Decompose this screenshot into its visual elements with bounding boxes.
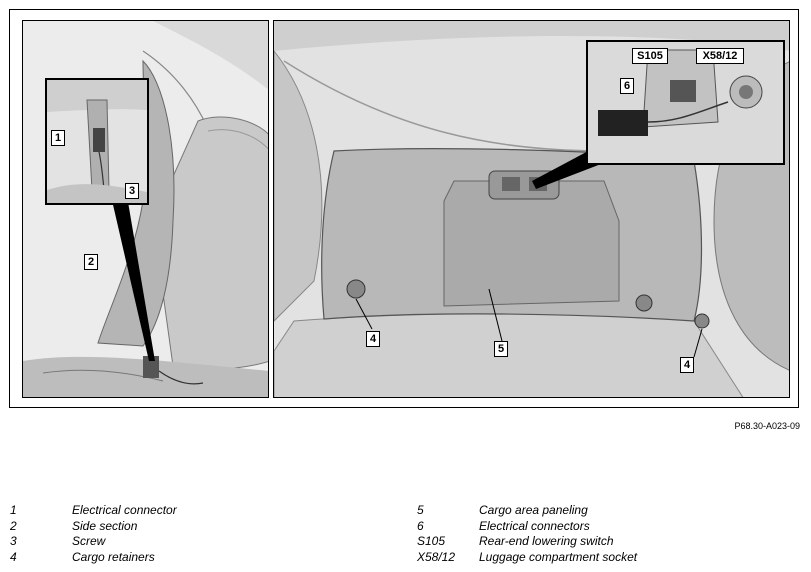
legend-item: 2 Side section xyxy=(10,518,177,534)
legend-label: Cargo retainers xyxy=(72,549,155,564)
figure-reference-code: P68.30-A023-09 xyxy=(734,421,800,431)
callout-s105: S105 xyxy=(632,48,668,64)
switch-socket-detail-illustration xyxy=(588,42,783,163)
callout-2: 2 xyxy=(84,254,98,270)
detail-inset-right: S105 X58/12 6 xyxy=(586,40,785,165)
legend-key: X58/12 xyxy=(417,549,456,564)
legend-item: 5 Cargo area paneling xyxy=(417,502,637,518)
legend-label: Rear-end lowering switch xyxy=(479,534,614,549)
legend-key: S105 xyxy=(417,534,446,549)
legend-left: 1 Electrical connector 2 Side section 3 … xyxy=(10,502,177,565)
legend-label: Electrical connectors xyxy=(479,518,590,533)
legend-label: Luggage compartment socket xyxy=(479,549,638,564)
legend-item: 6 Electrical connectors xyxy=(417,518,637,534)
detail-inset-left: 1 3 xyxy=(45,78,149,205)
legend-key: 4 xyxy=(10,549,17,564)
legend-key: 1 xyxy=(10,502,17,517)
legend-key: 6 xyxy=(417,518,424,533)
legend-item: S105 Rear-end lowering switch xyxy=(417,533,637,549)
legend-item: X58/12 Luggage compartment socket xyxy=(417,549,637,565)
legend-key: 2 xyxy=(10,518,17,533)
legend-key: 5 xyxy=(417,502,424,517)
legend-label: Cargo area paneling xyxy=(479,502,588,517)
legend-item: 4 Cargo retainers xyxy=(10,549,177,565)
callout-5: 5 xyxy=(494,341,508,357)
legend-item: 1 Electrical connector xyxy=(10,502,177,518)
left-view: 1 3 2 xyxy=(22,20,269,398)
callout-4-left: 4 xyxy=(366,331,380,347)
legend-label: Side section xyxy=(72,518,138,533)
legend-label: Electrical connector xyxy=(72,502,177,517)
legend-key: 3 xyxy=(10,534,17,549)
legend-right: 5 Cargo area paneling 6 Electrical conne… xyxy=(417,502,637,565)
legend-item: 3 Screw xyxy=(10,533,177,549)
callout-6: 6 xyxy=(620,78,634,94)
figure-frame: 1 3 2 xyxy=(9,9,799,408)
callout-3: 3 xyxy=(125,183,139,199)
callout-1: 1 xyxy=(51,130,65,146)
legend-label: Screw xyxy=(72,534,106,549)
callout-x58-12: X58/12 xyxy=(696,48,744,64)
right-view: S105 X58/12 6 4 5 4 xyxy=(273,20,790,398)
callout-4-right: 4 xyxy=(680,357,694,373)
